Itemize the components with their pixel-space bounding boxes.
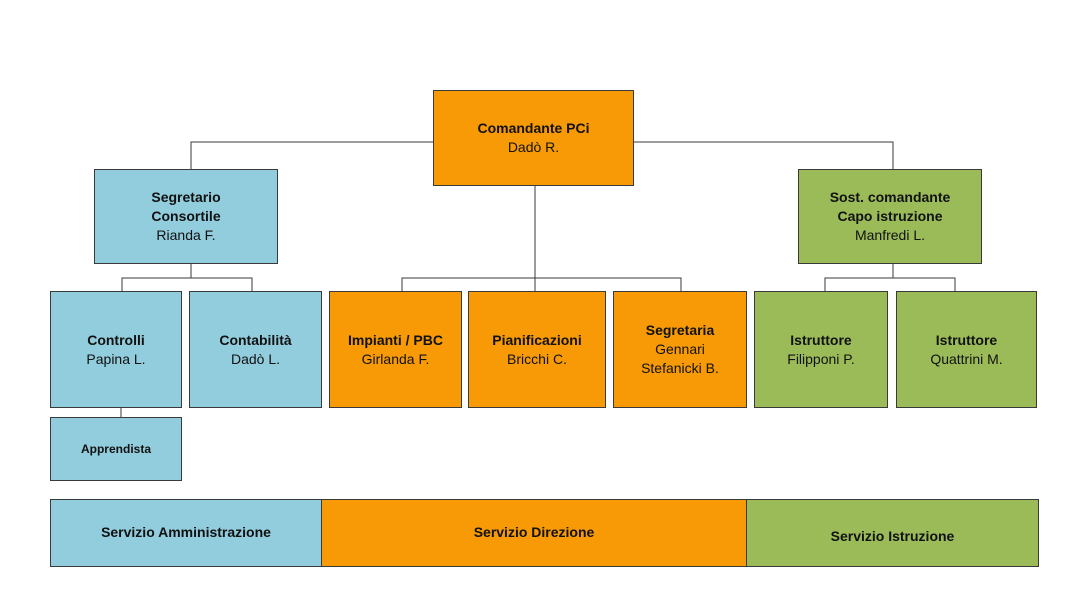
node-impianti: Impianti / PBC Girlanda F. [329,291,462,408]
connector-top-right [634,141,894,169]
node-title: Segretario Consortile [151,189,221,224]
node-title: Sost. comandante Capo istruzione [829,189,951,224]
node-segretaria: Segretaria Gennari Stefanicki B. [613,291,747,408]
service-label: Servizio Istruzione [830,527,955,544]
connector-amministrazione-bar [121,277,253,291]
node-title: Apprendista [80,441,151,456]
node-title: Pianificazioni [492,331,582,348]
connector-direzione-bar [401,277,682,291]
node-pianificazioni: Pianificazioni Bricchi C. [468,291,606,408]
node-istruttore-2: Istruttore Quattrini M. [896,291,1037,408]
node-istruttore-1: Istruttore Filipponi P. [754,291,888,408]
node-title: Segretaria [645,322,715,338]
connector-top-left [190,141,433,169]
node-person: Bricchi C. [507,350,567,367]
node-person: Dadò R. [507,139,560,155]
service-label: Servizio Amministrazione [101,523,271,540]
node-title: Contabilità [219,331,292,348]
node-sost-comandante: Sost. comandante Capo istruzione Manfred… [798,169,982,264]
node-title: Istruttore [790,331,852,348]
node-person: Dadò L. [230,350,281,367]
node-contabilita: Contabilità Dadò L. [189,291,322,408]
service-amministrazione: Servizio Amministrazione [50,499,322,567]
service-direzione: Servizio Direzione [321,499,747,567]
node-title: Istruttore [935,331,998,348]
node-title: Controlli [87,331,145,348]
node-person: Rianda F. [156,227,216,243]
node-controlli: Controlli Papina L. [50,291,182,408]
node-person: Papina L. [86,350,146,367]
node-person: Quattrini M. [930,350,1003,367]
node-title: Impianti / PBC [348,331,443,348]
node-person: Gennari Stefanicki B. [641,341,719,376]
service-istruzione: Servizio Istruzione [746,499,1039,567]
node-apprendista: Apprendista [50,417,182,481]
node-person: Filipponi P. [787,350,855,367]
node-comandante: Comandante PCi Dadò R. [433,90,634,186]
service-label: Servizio Direzione [473,523,595,540]
node-person: Manfredi L. [854,227,926,243]
node-person: Girlanda F. [361,350,430,367]
node-title: Comandante PCi [477,120,590,136]
connector-istruzione-bar [824,277,956,291]
node-segretario: Segretario Consortile Rianda F. [94,169,278,264]
